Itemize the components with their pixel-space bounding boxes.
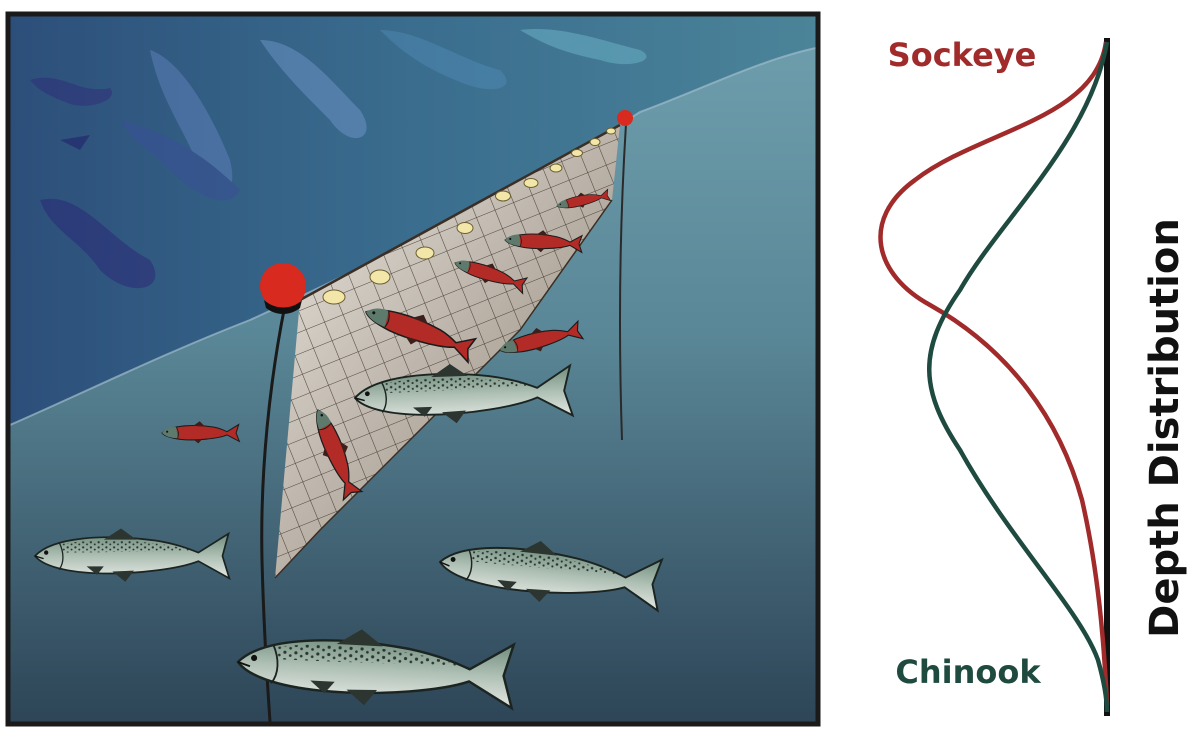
small-buoy-icon (617, 110, 633, 126)
gillnet-illustration-panel (8, 14, 818, 724)
depth-axis-label: Depth Distribution (1142, 218, 1188, 638)
sockeye-label: Sockeye (888, 36, 1037, 74)
chinook-label: Chinook (895, 653, 1041, 691)
depth-distribution-diagram: Sockeye Chinook Depth Distribution (880, 36, 1188, 716)
sockeye-depth-curve (880, 42, 1107, 705)
large-buoy-icon (260, 263, 306, 314)
